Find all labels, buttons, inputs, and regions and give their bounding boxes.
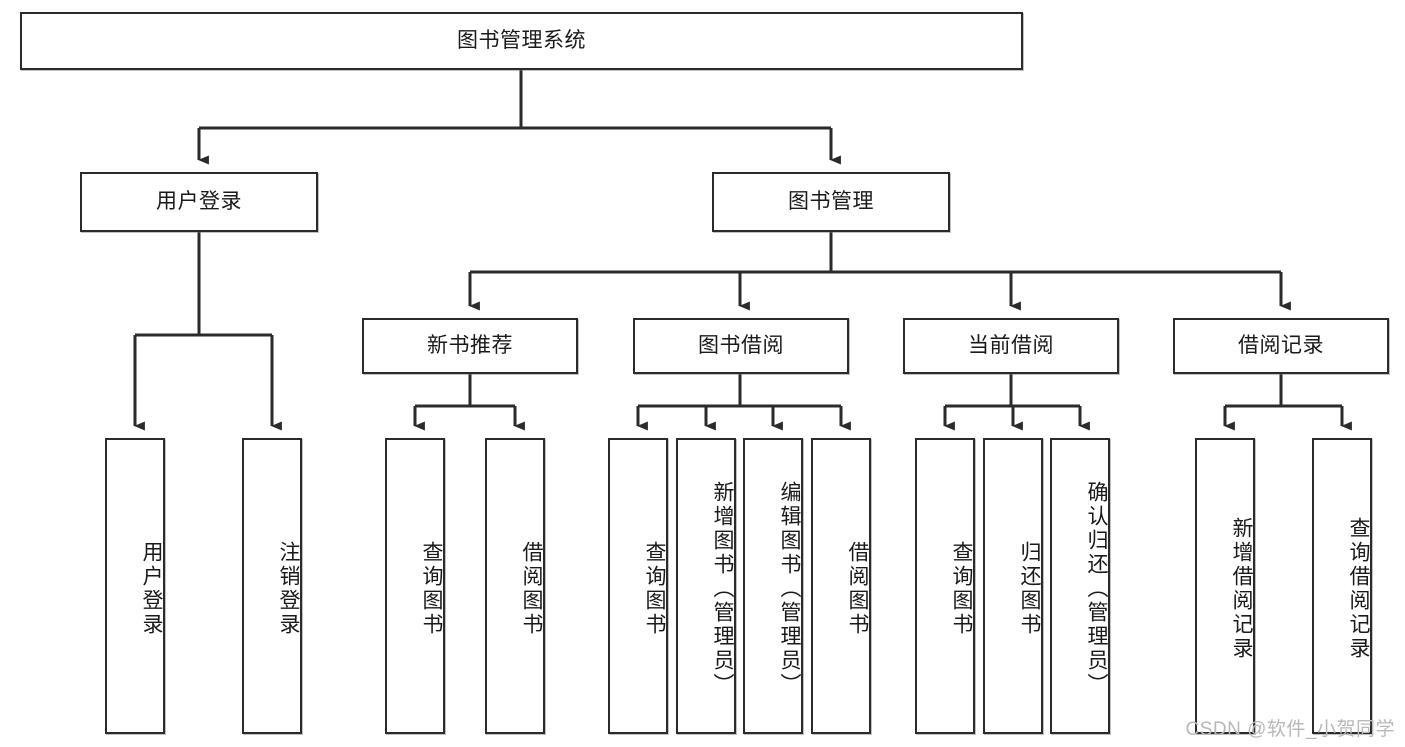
node-leaf-add-book-label: 新增图书（管理员） bbox=[711, 481, 734, 697]
csdn-watermark: CSDN @软件_小贺同学 bbox=[1185, 719, 1395, 740]
node-leaf-edit-book-label: 编辑图书（管理员） bbox=[778, 481, 801, 697]
node-borrow-records[interactable]: 借阅记录 bbox=[1173, 318, 1389, 374]
node-leaf-query-books-1-label: 查询图书 bbox=[420, 541, 443, 637]
node-leaf-borrow-books-2[interactable]: 借阅图书 bbox=[811, 438, 871, 734]
node-leaf-query-books-3[interactable]: 查询图书 bbox=[915, 438, 975, 734]
node-leaf-add-record[interactable]: 新增借阅记录 bbox=[1195, 438, 1255, 734]
node-leaf-borrow-books-1-label: 借阅图书 bbox=[520, 541, 543, 637]
node-leaf-logout[interactable]: 注销登录 bbox=[242, 438, 302, 734]
node-leaf-borrow-books-2-label: 借阅图书 bbox=[846, 541, 869, 637]
node-leaf-query-books-2[interactable]: 查询图书 bbox=[608, 438, 668, 734]
node-leaf-borrow-books-1[interactable]: 借阅图书 bbox=[485, 438, 545, 734]
node-new-book-recommend[interactable]: 新书推荐 bbox=[362, 318, 578, 374]
node-leaf-logout-label: 注销登录 bbox=[277, 541, 300, 637]
node-current-borrow-label: 当前借阅 bbox=[968, 333, 1054, 357]
node-leaf-query-books-3-label: 查询图书 bbox=[950, 541, 973, 637]
node-book-manage-label: 图书管理 bbox=[788, 189, 874, 213]
node-leaf-query-record-label: 查询借阅记录 bbox=[1347, 517, 1370, 661]
node-leaf-query-books-1[interactable]: 查询图书 bbox=[385, 438, 445, 734]
node-leaf-return-book-label: 归还图书 bbox=[1018, 541, 1041, 637]
node-root[interactable]: 图书管理系统 bbox=[20, 12, 1023, 70]
node-leaf-confirm-return[interactable]: 确认归还（管理员） bbox=[1050, 438, 1110, 734]
node-leaf-add-book[interactable]: 新增图书（管理员） bbox=[676, 438, 736, 734]
node-current-borrow[interactable]: 当前借阅 bbox=[903, 318, 1119, 374]
node-leaf-query-books-2-label: 查询图书 bbox=[643, 541, 666, 637]
node-root-label: 图书管理系统 bbox=[457, 28, 586, 52]
node-leaf-edit-book[interactable]: 编辑图书（管理员） bbox=[743, 438, 803, 734]
node-borrow-records-label: 借阅记录 bbox=[1238, 333, 1324, 357]
node-user-login[interactable]: 用户登录 bbox=[80, 172, 318, 232]
node-leaf-user-login[interactable]: 用户登录 bbox=[105, 438, 165, 734]
node-leaf-add-record-label: 新增借阅记录 bbox=[1230, 517, 1253, 661]
node-leaf-return-book[interactable]: 归还图书 bbox=[983, 438, 1043, 734]
node-user-login-label: 用户登录 bbox=[156, 189, 242, 213]
node-leaf-confirm-return-label: 确认归还（管理员） bbox=[1085, 481, 1108, 697]
node-leaf-query-record[interactable]: 查询借阅记录 bbox=[1312, 438, 1372, 734]
node-book-borrow-label: 图书借阅 bbox=[698, 333, 784, 357]
node-book-manage[interactable]: 图书管理 bbox=[712, 172, 950, 232]
node-leaf-user-login-label: 用户登录 bbox=[140, 541, 163, 637]
node-book-borrow[interactable]: 图书借阅 bbox=[633, 318, 849, 374]
node-new-book-recommend-label: 新书推荐 bbox=[427, 333, 513, 357]
